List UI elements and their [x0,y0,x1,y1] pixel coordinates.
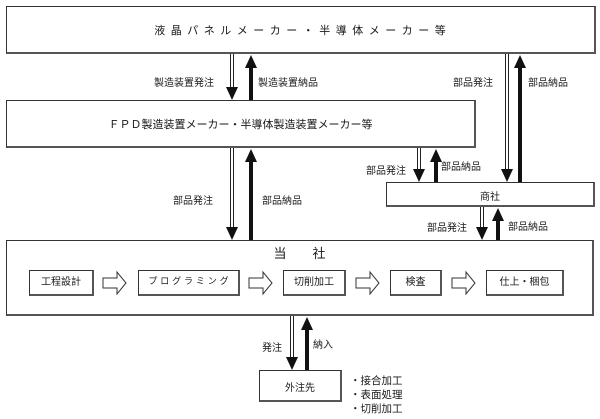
equipment-makers-label: ＦＰＤ製造装置メーカー・半導体製造装置メーカー等 [108,118,373,131]
parts-order-label-fpd-trading: 部品発注 [366,166,406,177]
equipment-order-arrow-down [226,54,238,100]
subcontract-work-list: ・接合加工 ・表面処理 ・切削加工 [350,374,403,416]
parts-delivery-arrow-company-to-fpd [245,149,257,240]
our-company-label: 当 社 [273,247,326,262]
parts-delivery-label-fpd-company: 部品納品 [262,196,302,207]
lcd-semiconductor-makers-box: 液 晶 パ ネ ル メ ー カ ー ・ 半 導 体 メ ー カ ー 等 [6,6,596,54]
parts-delivery-arrow-company-to-trading [492,208,504,240]
parts-delivery-label-fpd-trading: 部品納品 [441,162,481,173]
subcontractor-box: 外注先 [259,370,342,402]
parts-order-arrow-fpd-to-company [226,148,238,240]
parts-order-label-trading-company: 部品発注 [427,223,467,234]
equipment-delivery-label: 製造装置納品 [258,78,318,89]
parts-order-label-top-right: 部品発注 [453,78,493,89]
trading-company-label: 商社 [480,192,500,203]
subcontract-work-item: ・表面処理 [350,389,403,401]
parts-order-arrow-to-trading [501,54,513,182]
equipment-makers-box: ＦＰＤ製造装置メーカー・半導体製造装置メーカー等 [6,100,476,148]
parts-delivery-label-top-right: 部品納品 [528,78,568,89]
lcd-semiconductor-makers-label: 液 晶 パ ネ ル メ ー カ ー ・ 半 導 体 メ ー カ ー 等 [154,24,447,37]
parts-delivery-label-trading-company: 部品納品 [508,222,548,233]
process-step-programming: プ ロ グ ラ ミ ン グ [138,270,240,296]
subcontract-work-item: ・切削加工 [350,403,403,415]
equipment-delivery-arrow-up [245,55,257,100]
process-arrow-4 [451,270,476,296]
trading-company-box: 商社 [386,182,595,207]
process-step-finishing-packing: 仕上・梱包 [486,270,564,296]
parts-order-arrow-fpd-to-trading [413,148,425,182]
equipment-order-label: 製造装置発注 [154,78,214,89]
process-step-cutting: 切削加工 [283,270,346,296]
parts-delivery-arrow-trading-to-fpd [430,149,442,182]
process-step-inspection: 検査 [390,270,442,296]
delivery-label-subcontractor: 納入 [313,340,333,351]
process-arrow-3 [355,270,380,296]
subcontract-work-item: ・接合加工 [350,375,403,387]
process-arrow-1 [102,270,127,296]
order-label-subcontractor: 発注 [262,343,282,354]
parts-delivery-arrow-from-trading [514,55,526,182]
parts-order-label-fpd-company: 部品発注 [173,196,213,207]
process-step-process-design: 工程設計 [29,270,94,296]
parts-order-arrow-trading-to-company [476,207,488,240]
delivery-arrow-from-subcontractor [301,317,313,370]
process-arrow-2 [248,270,273,296]
subcontractor-label: 外注先 [285,383,315,394]
order-arrow-to-subcontractor [286,316,298,370]
